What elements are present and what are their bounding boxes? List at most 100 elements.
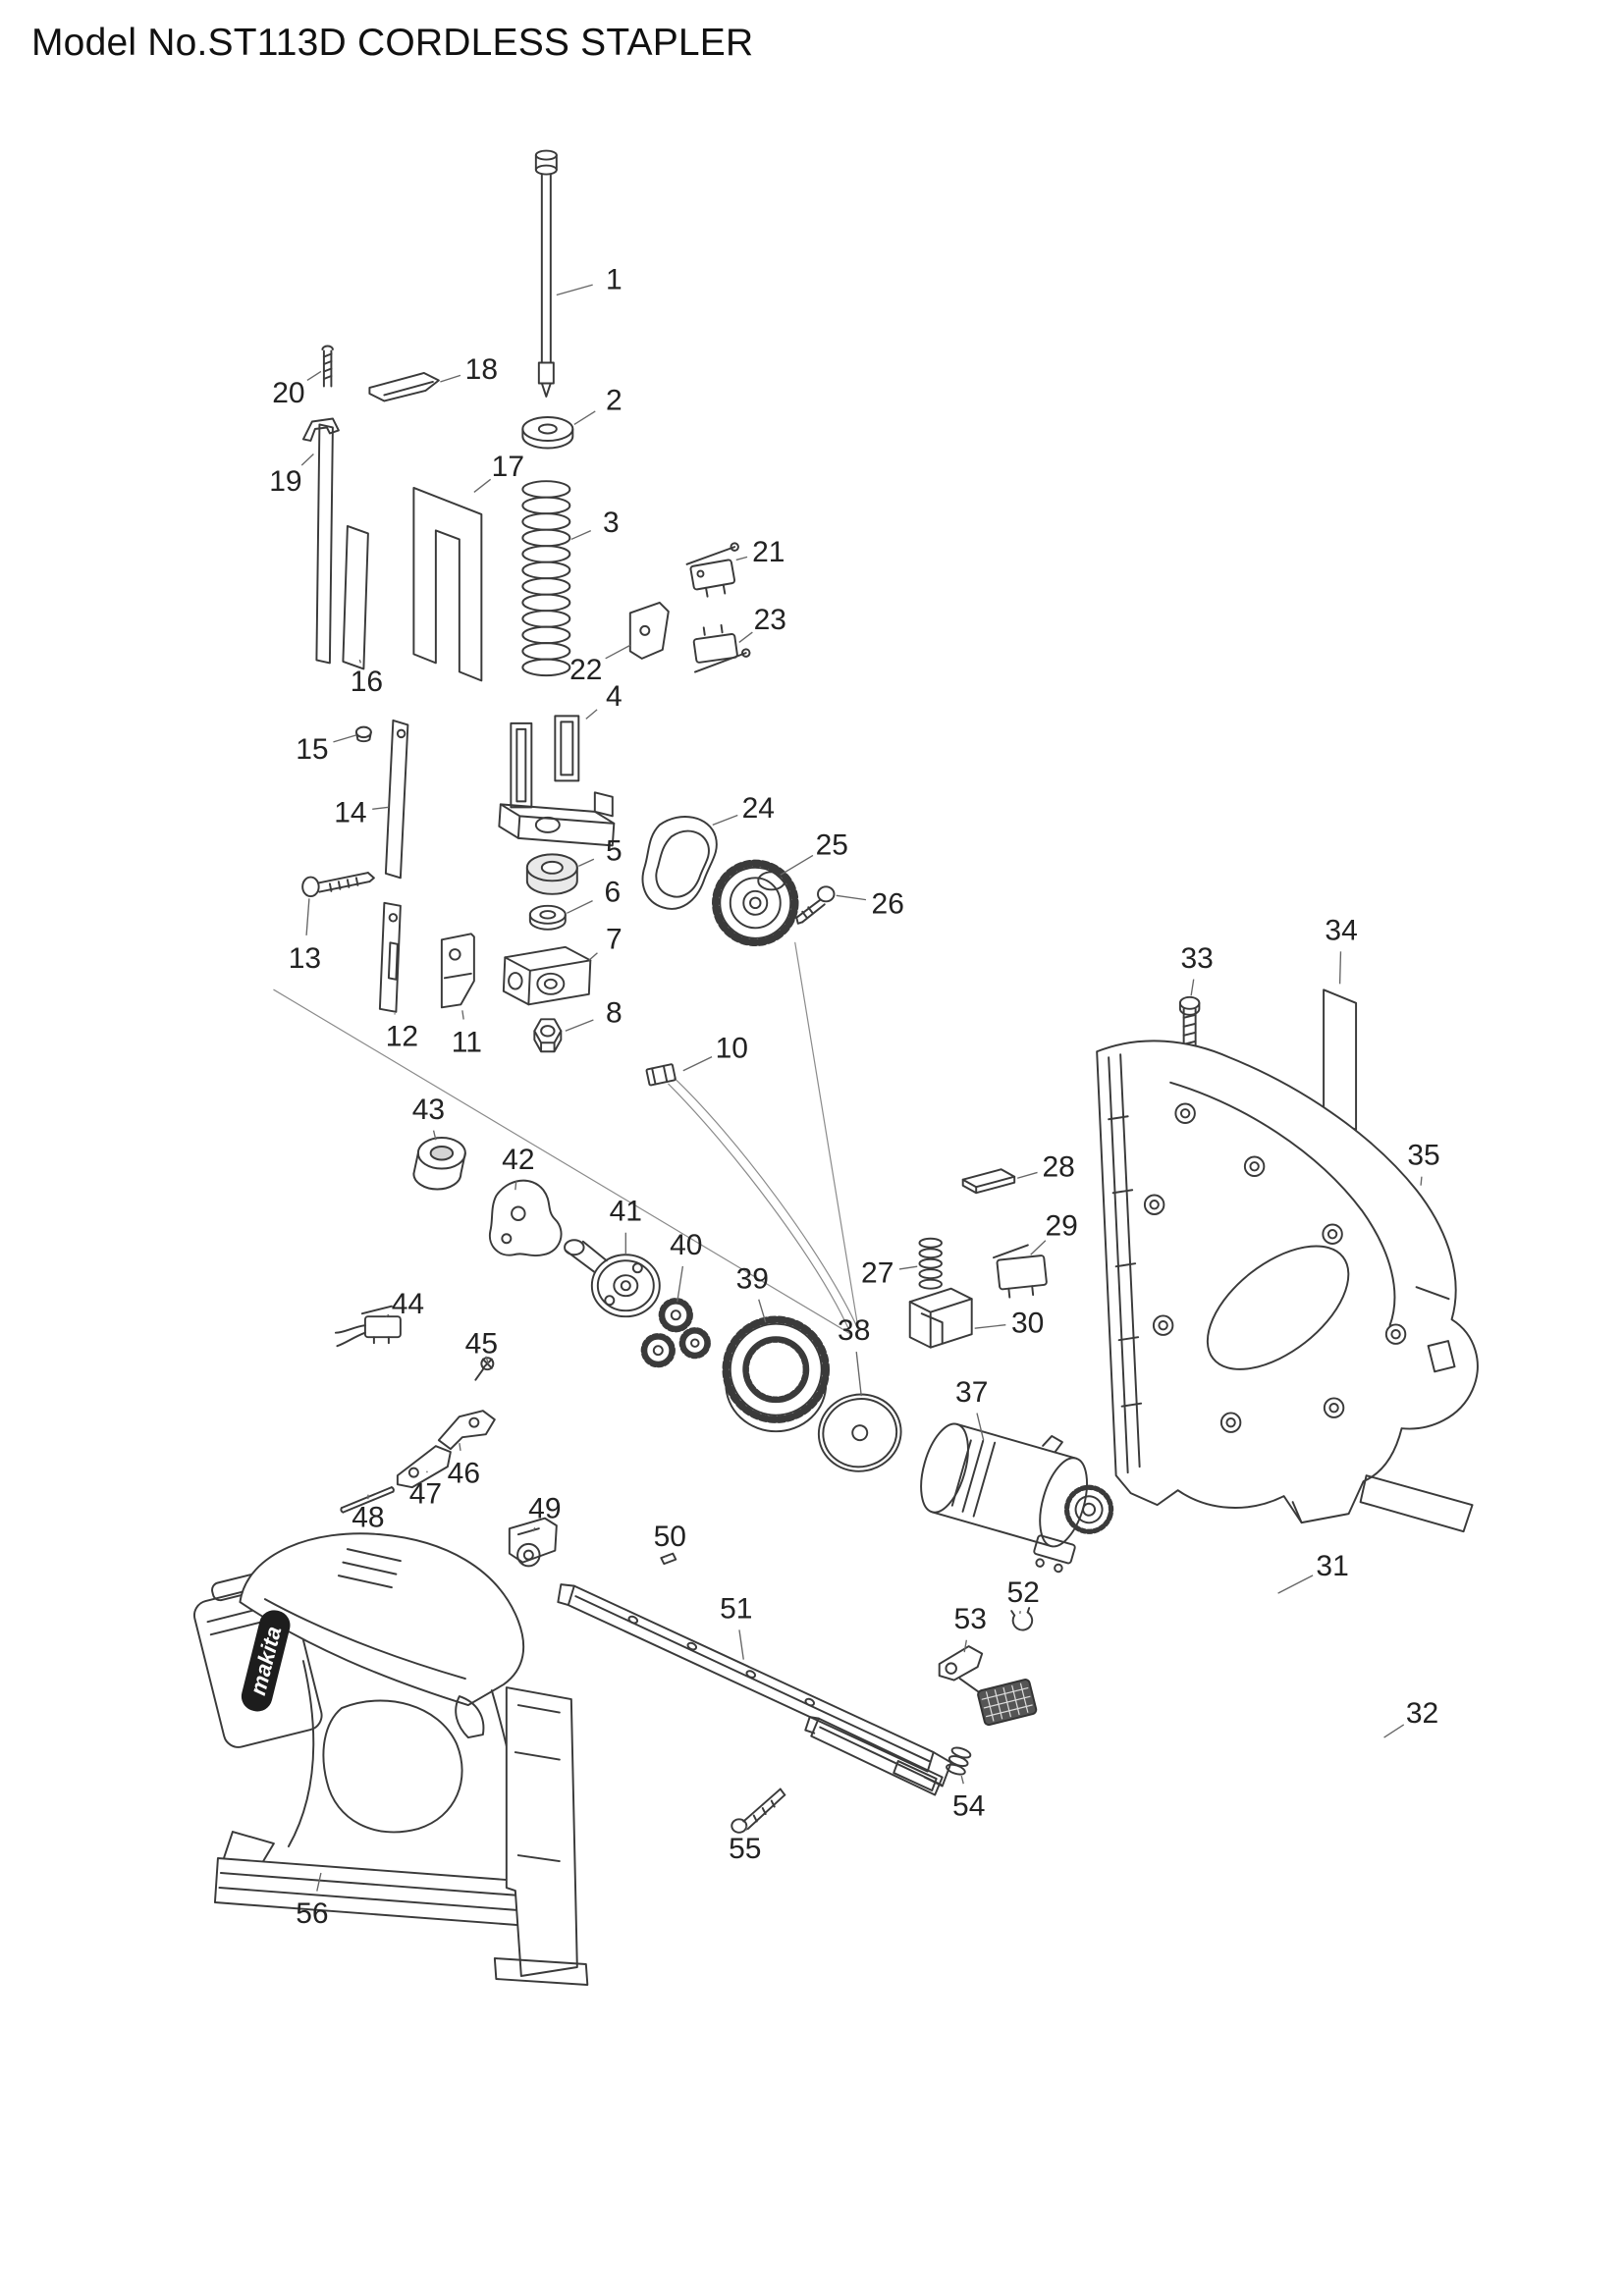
leader-line-30 [974,1324,1006,1329]
part-20-art [321,345,334,388]
part-label-1: 1 [606,264,623,296]
part-29-art [992,1244,1048,1299]
part-42-art [488,1179,563,1257]
part-label-35: 35 [1407,1140,1439,1172]
part-35-art [1096,1040,1479,1533]
part-label-27: 27 [861,1257,893,1290]
leader-line-51 [738,1629,744,1660]
part-54-art [946,1746,972,1776]
part-24-art [641,816,718,910]
part-label-17: 17 [492,451,524,483]
part-26-art [795,885,836,925]
part-label-49: 49 [528,1493,561,1525]
leader-line-56 [316,1872,322,1892]
leader-line-21 [735,556,748,561]
part-39-art [722,1315,830,1433]
part-37-art [920,1422,1114,1574]
leader-line-43 [432,1130,437,1141]
leader-line-23 [738,631,753,643]
leader-line-7 [588,952,598,961]
part-44-art [334,1305,402,1348]
leader-line-32 [1383,1724,1405,1738]
part-40-art [640,1298,711,1368]
part-label-51: 51 [720,1593,752,1626]
leader-line-11 [461,1010,464,1020]
part-17-art [412,486,483,682]
part-55-art [731,1788,786,1834]
leader-line-49 [532,1526,536,1532]
part-label-8: 8 [606,996,623,1029]
part-30-art [908,1287,973,1349]
part-label-45: 45 [465,1328,498,1361]
part-56-art: makita [193,1532,589,1986]
part-label-30: 30 [1011,1308,1044,1340]
part-51-art [557,1583,952,1796]
part-label-54: 54 [952,1790,985,1823]
part-label-15: 15 [296,733,328,766]
part-47-art [396,1445,452,1489]
part-label-11: 11 [452,1026,482,1058]
part-label-40: 40 [670,1229,702,1261]
part-label-20: 20 [272,377,304,409]
part-6-art [528,904,567,931]
part-45-art [474,1357,495,1381]
part-label-43: 43 [412,1094,445,1126]
leader-line-27 [898,1265,918,1270]
part-27-art [918,1237,943,1290]
leader-line-13 [305,898,310,935]
part-13-art [301,872,375,898]
leader-line-31 [1277,1575,1314,1594]
part-11-art [440,933,475,1009]
part-53-art [938,1645,1038,1727]
part-label-31: 31 [1316,1550,1348,1582]
leader-line-26 [836,894,867,901]
part-18-art [368,372,440,402]
part-label-6: 6 [604,876,621,908]
part-label-56: 56 [296,1897,328,1930]
part-48-art [340,1486,395,1514]
leader-line-37 [976,1413,985,1441]
part-49-art [508,1517,558,1568]
leader-line-38 [855,1351,862,1397]
part-label-2: 2 [606,384,623,416]
part-label-22: 22 [569,654,602,686]
part-label-55: 55 [729,1833,761,1865]
leader-line-25 [780,854,814,876]
part-46-art [437,1410,496,1451]
part-3-art [521,480,571,677]
part-label-34: 34 [1325,914,1357,946]
part-14-art [384,719,409,880]
part-label-23: 23 [754,604,786,636]
leader-line-16 [358,659,362,664]
part-label-44: 44 [392,1288,424,1320]
leader-line-6 [567,900,593,914]
part-23-art [692,623,751,673]
part-label-28: 28 [1042,1151,1074,1184]
part-label-41: 41 [610,1196,642,1228]
part-label-21: 21 [752,536,785,568]
part-5-art [525,853,578,895]
part-12-art [378,901,402,1013]
part-label-25: 25 [816,828,848,861]
part-label-16: 16 [351,666,383,698]
leader-line-2 [573,410,596,426]
leader-line-53 [963,1639,968,1653]
assembly-alignment-lines [273,941,859,1335]
part-16-art [342,524,369,670]
part-22-art [628,601,670,660]
part-label-53: 53 [954,1603,987,1635]
leader-line-44 [385,1313,390,1317]
part-label-29: 29 [1045,1210,1077,1243]
part-label-5: 5 [606,834,623,867]
leader-line-29 [1030,1240,1047,1255]
leader-line-34 [1338,951,1342,985]
leader-line-24 [712,814,738,826]
leader-line-8 [565,1019,594,1032]
leader-line-4 [585,709,598,720]
part-19-art [301,417,340,665]
part-label-14: 14 [334,796,366,828]
part-label-26: 26 [872,887,904,920]
leader-line-20 [306,370,322,381]
part-15-art [354,725,372,743]
